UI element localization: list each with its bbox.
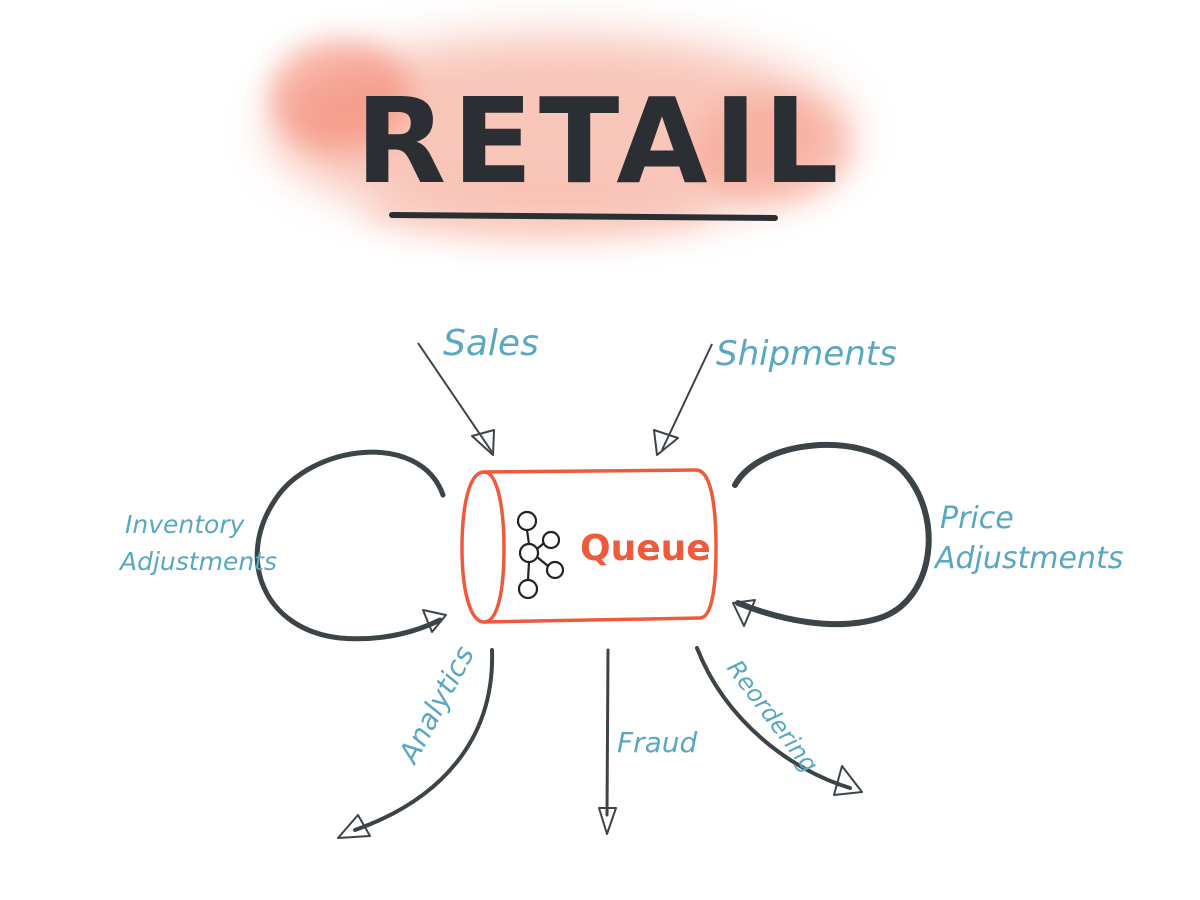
queue-label: Queue [580, 528, 711, 569]
sales-label: Sales [443, 323, 539, 364]
kafka-logo-icon [516, 510, 565, 600]
analytics-arrow [337, 648, 495, 839]
reordering-arrow [695, 646, 863, 796]
queue-node: Queue [460, 468, 718, 624]
inventory-label-line2: Adjustments [118, 547, 277, 576]
price-label-line2: Adjustments [933, 541, 1123, 576]
title-underline [389, 212, 778, 221]
inventory-loop-arrow [254, 449, 447, 642]
sales-arrow [417, 342, 495, 456]
shipments-label: Shipments [716, 334, 897, 374]
shipments-arrow [653, 343, 713, 456]
price-loop-arrow [732, 442, 932, 628]
title-wash [270, 35, 850, 240]
inventory-label-line1: Inventory [125, 510, 246, 539]
diagram-title: RETAIL [355, 72, 844, 210]
price-label-line1: Price [940, 501, 1014, 536]
fraud-arrow [598, 648, 617, 835]
fraud-label: Fraud [617, 726, 698, 759]
